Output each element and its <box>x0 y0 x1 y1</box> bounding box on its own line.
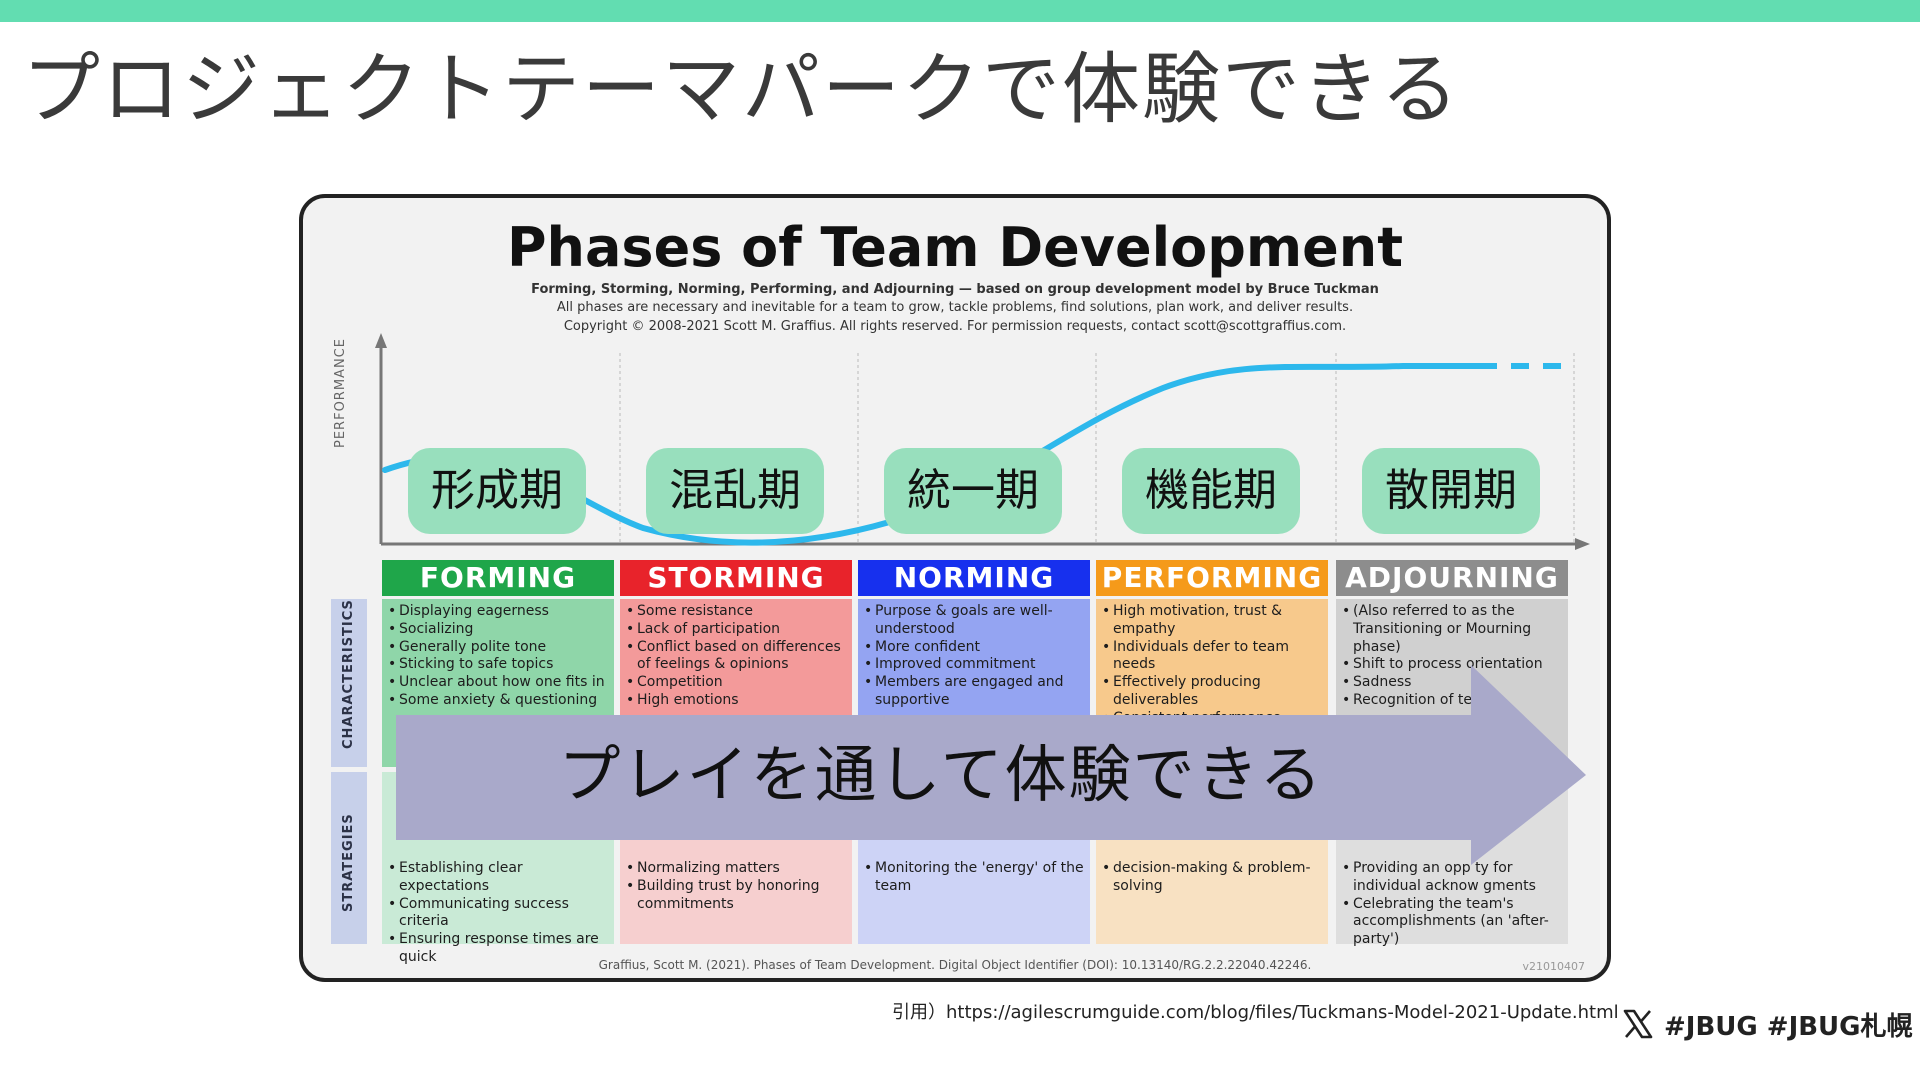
top-accent-bar <box>0 0 1920 22</box>
citation: 引用）https://agilescrumguide.com/blog/file… <box>892 1002 1619 1023</box>
strategies-cell-forming: Establishing clear expectationsCommunica… <box>382 856 614 971</box>
hashtags: #JBUG #JBUG札幌 <box>1664 1012 1913 1042</box>
x-logo-icon[interactable] <box>1622 1008 1654 1040</box>
list-item: Improved commitment <box>864 656 1084 674</box>
overlay-text: プレイを通して体験できる <box>558 738 1324 811</box>
list-item: More confident <box>864 639 1084 657</box>
list-item: Unclear about how one fits in <box>388 674 608 692</box>
x-axis-arrow <box>1575 538 1590 550</box>
diagram-copyright: Copyright © 2008-2021 Scott M. Graffius.… <box>563 319 1347 334</box>
diagram-subtitle-bold: Forming, Storming, Norming, Performing, … <box>531 282 1379 297</box>
strategies-cell-norming: Monitoring the 'energy' of the team <box>858 856 1090 900</box>
list-item: (Also referred to as the Transitioning o… <box>1342 603 1562 656</box>
list-item: Monitoring the 'energy' of the team <box>864 860 1084 896</box>
y-axis-arrow <box>375 333 387 348</box>
list-item: Displaying eagerness <box>388 603 608 621</box>
y-axis-label: PERFORMANCE <box>333 338 348 448</box>
row-label-characteristics: CHARACTERISTICS <box>331 599 367 767</box>
phase-header-storming: STORMING <box>620 560 852 596</box>
list-item: Generally polite tone <box>388 639 608 657</box>
list-item: High emotions <box>626 692 846 710</box>
list-item: Building trust by honoring commitments <box>626 878 846 914</box>
list-item: Competition <box>626 674 846 692</box>
phase-header-forming: FORMING <box>382 560 614 596</box>
slide-title: プロジェクトテーマパークで体験できる <box>22 45 1461 135</box>
list-item: Communicating success criteria <box>388 896 608 932</box>
phase-header-performing: PERFORMING <box>1096 560 1328 596</box>
list-item: decision-making & problem-solving <box>1102 860 1322 896</box>
diagram-footer: Graffius, Scott M. (2021). Phases of Tea… <box>598 958 1312 972</box>
strategies-cell-adjourning: Providing an opp ty for individual ackno… <box>1336 856 1568 953</box>
list-item: Celebrating the team's accomplishments (… <box>1342 896 1562 949</box>
row-label-characteristics-text: CHARACTERISTICS <box>341 599 356 749</box>
row-label-strategies: STRATEGIES <box>331 772 367 944</box>
jp-phase-label: 散開期 <box>1362 448 1540 534</box>
list-item: Socializing <box>388 621 608 639</box>
list-item: Sticking to safe topics <box>388 656 608 674</box>
row-label-strategies-text: STRATEGIES <box>341 813 356 912</box>
jp-phase-label: 機能期 <box>1122 448 1300 534</box>
list-item: Normalizing matters <box>626 860 846 878</box>
jp-phase-label: 混乱期 <box>646 448 824 534</box>
list-item: Establishing clear expectations <box>388 860 608 896</box>
list-item: Conflict based on differences of feeling… <box>626 639 846 675</box>
phase-header-adjourning: ADJOURNING <box>1336 560 1568 596</box>
list-item: Some anxiety & questioning <box>388 692 608 710</box>
list-item: Individuals defer to team needs <box>1102 639 1322 675</box>
diagram-version: v21010407 <box>1522 960 1586 973</box>
list-item: Sadness <box>1342 674 1562 692</box>
phase-header-norming: NORMING <box>858 560 1090 596</box>
list-item: Recognition of te <box>1342 692 1562 710</box>
list-item: Some resistance <box>626 603 846 621</box>
list-item: Effectively producing deliverables <box>1102 674 1322 710</box>
list-item: Lack of participation <box>626 621 846 639</box>
list-item: High motivation, trust & empathy <box>1102 603 1322 639</box>
strategies-cell-storming: Normalizing mattersBuilding trust by hon… <box>620 856 852 917</box>
list-item: Purpose & goals are well-understood <box>864 603 1084 639</box>
diagram-title: Phases of Team Development <box>506 216 1404 279</box>
jp-phase-label: 形成期 <box>408 448 586 534</box>
list-item: Members are engaged and supportive <box>864 674 1084 710</box>
strategies-cell-performing: decision-making & problem-solving <box>1096 856 1328 900</box>
overlay-arrow <box>396 665 1586 865</box>
list-item: Shift to process orientation <box>1342 656 1562 674</box>
list-item: Ensuring response times are quick <box>388 931 608 967</box>
arrow-shape <box>396 665 1586 865</box>
diagram-subtitle: All phases are necessary and inevitable … <box>556 300 1354 315</box>
jp-phase-label: 統一期 <box>884 448 1062 534</box>
list-item: Providing an opp ty for individual ackno… <box>1342 860 1562 896</box>
